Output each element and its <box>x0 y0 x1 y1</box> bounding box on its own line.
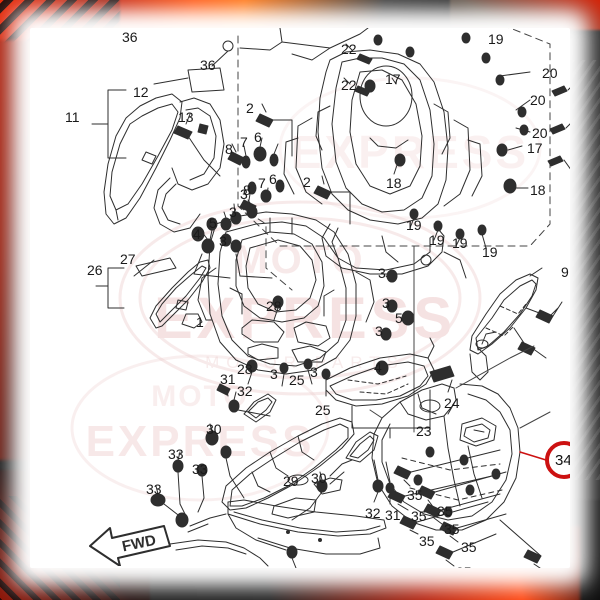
diagram-canvas: MOTO EXPRESS MOTOR PARTS MOTO EXPRESS EX… <box>30 28 570 568</box>
parts-line-drawing <box>91 28 570 568</box>
part-callout-17[interactable]: 17 <box>385 71 401 87</box>
part-callout-29[interactable]: 29 <box>283 473 299 489</box>
part-callout-23[interactable]: 23 <box>416 423 432 439</box>
part-callout-6[interactable]: 6 <box>254 129 262 145</box>
part-callout-6[interactable]: 6 <box>269 171 277 187</box>
part-callout-25[interactable]: 25 <box>315 402 331 418</box>
part-callout-20[interactable]: 20 <box>542 65 558 81</box>
part-callout-26[interactable]: 26 <box>87 262 103 278</box>
part-callout-30[interactable]: 30 <box>311 470 327 486</box>
part-callout-2[interactable]: 2 <box>246 100 254 116</box>
part-callout-3[interactable]: 3 <box>229 204 237 220</box>
part-callout-35[interactable]: 35 <box>444 521 460 537</box>
svg-text:FWD: FWD <box>121 532 158 556</box>
part-callout-36[interactable]: 36 <box>200 57 216 73</box>
part-callout-27[interactable]: 27 <box>120 251 136 267</box>
part-callout-2[interactable]: 2 <box>303 174 311 190</box>
part-callout-32[interactable]: 32 <box>237 383 253 399</box>
part-callout-7[interactable]: 7 <box>258 175 266 191</box>
part-callout-3[interactable]: 3 <box>270 366 278 382</box>
fwd-direction-marker: FWD <box>89 525 171 566</box>
part-callout-36[interactable]: 36 <box>122 29 138 45</box>
part-callout-3[interactable]: 3 <box>382 295 390 311</box>
part-callout-3[interactable]: 3 <box>378 265 386 281</box>
part-callout-4[interactable]: 4 <box>193 226 201 242</box>
part-callout-31[interactable]: 31 <box>220 371 236 387</box>
part-callout-22[interactable]: 22 <box>341 77 357 93</box>
part-callout-20[interactable]: 20 <box>532 125 548 141</box>
part-callout-3[interactable]: 3 <box>240 186 248 202</box>
part-callout-28[interactable]: 28 <box>266 298 282 314</box>
part-callout-35[interactable]: 35 <box>437 503 453 519</box>
part-callout-35[interactable]: 35 <box>407 487 423 503</box>
part-callout-5[interactable]: 5 <box>209 215 217 231</box>
part-callout-3[interactable]: 3 <box>375 323 383 339</box>
part-callout-8[interactable]: 8 <box>225 141 233 157</box>
part-callout-20[interactable]: 20 <box>530 92 546 108</box>
part-callout-3[interactable]: 3 <box>219 233 227 249</box>
part-callout-32[interactable]: 32 <box>365 505 381 521</box>
part-callout-33[interactable]: 33 <box>192 461 208 477</box>
part-callout-19[interactable]: 19 <box>406 217 422 233</box>
part-callout-12[interactable]: 12 <box>133 84 149 100</box>
highlight-part-number: 34 <box>555 452 570 469</box>
part-callout-3[interactable]: 3 <box>310 364 318 380</box>
part-callout-11[interactable]: 11 <box>65 109 80 125</box>
part-callout-35[interactable]: 35 <box>419 533 435 549</box>
part-callout-18[interactable]: 18 <box>530 182 546 198</box>
part-callout-8[interactable]: 8 <box>243 182 251 198</box>
part-callout-9[interactable]: 9 <box>561 264 569 280</box>
highlight-circle-part-34[interactable] <box>545 441 570 479</box>
part-callout-35[interactable]: 35 <box>456 565 472 568</box>
part-callout-28[interactable]: 28 <box>237 361 253 377</box>
part-callout-4[interactable]: 4 <box>374 359 382 375</box>
part-callout-19[interactable]: 19 <box>488 31 504 47</box>
part-callout-33[interactable]: 33 <box>168 446 184 462</box>
part-callout-19[interactable]: 19 <box>429 232 445 248</box>
part-callout-7[interactable]: 7 <box>240 134 248 150</box>
part-callout-5[interactable]: 5 <box>395 310 403 326</box>
part-callout-33[interactable]: 33 <box>146 481 162 497</box>
part-callout-1[interactable]: 1 <box>196 314 204 330</box>
part-callout-35[interactable]: 35 <box>461 539 477 555</box>
part-callout-25[interactable]: 25 <box>289 372 305 388</box>
part-callout-22[interactable]: 22 <box>341 41 357 57</box>
part-callout-18[interactable]: 18 <box>386 175 402 191</box>
part-callout-17[interactable]: 17 <box>527 140 543 156</box>
part-callout-19[interactable]: 19 <box>482 244 498 260</box>
part-callout-13[interactable]: 13 <box>178 109 194 125</box>
part-callout-24[interactable]: 24 <box>444 395 460 411</box>
part-callout-31[interactable]: 31 <box>385 507 401 523</box>
part-callout-19[interactable]: 19 <box>452 235 468 251</box>
part-callout-30[interactable]: 30 <box>206 421 222 437</box>
part-callout-35[interactable]: 35 <box>411 508 427 524</box>
